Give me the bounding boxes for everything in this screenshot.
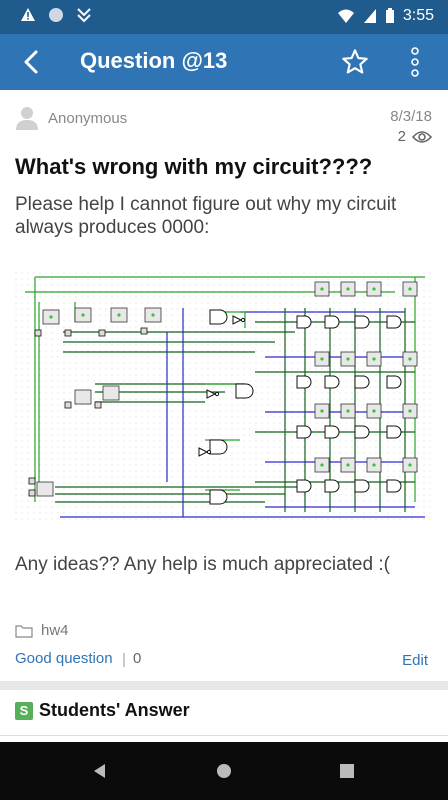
- back-arrow-icon[interactable]: [16, 46, 48, 78]
- edit-button[interactable]: Edit: [402, 652, 428, 669]
- nav-back-icon[interactable]: [90, 761, 110, 781]
- folder-icon: [15, 624, 33, 638]
- divider: [0, 682, 448, 690]
- folder-label: hw4: [41, 622, 69, 639]
- app-bar: Question @13: [0, 34, 448, 90]
- more-vert-icon[interactable]: [405, 44, 425, 80]
- good-question-count: 0: [133, 650, 142, 667]
- eye-icon: [412, 130, 432, 143]
- good-question-button[interactable]: Good question: [15, 650, 113, 667]
- students-answer-header[interactable]: S Students' Answer: [0, 690, 448, 736]
- author-name: Anonymous: [48, 110, 128, 127]
- students-answer-title: Students' Answer: [39, 700, 190, 720]
- view-count: 2: [398, 128, 432, 145]
- status-bar: 3:55: [0, 0, 448, 34]
- post: Anonymous 8/3/18 2 What's wrong with my …: [0, 90, 448, 682]
- post-body: Please help I cannot figure out why my c…: [15, 194, 397, 238]
- avatar: [16, 107, 38, 130]
- post-body-followup: Any ideas?? Any help is much appreciated…: [15, 554, 390, 575]
- post-title: What's wrong with my circuit????: [15, 154, 373, 179]
- circuit-diagram-image[interactable]: [15, 272, 433, 520]
- folder-tag[interactable]: hw4: [15, 622, 69, 639]
- nav-home-icon[interactable]: [214, 761, 234, 781]
- battery-icon: [385, 8, 394, 23]
- mail-icon: [77, 8, 91, 23]
- good-question-separator: |: [122, 651, 126, 668]
- nav-recents-icon[interactable]: [337, 761, 357, 781]
- signal-icon: [363, 9, 376, 23]
- students-answer-badge: S: [15, 702, 33, 720]
- status-time: 3:55: [402, 7, 434, 24]
- star-icon[interactable]: [341, 48, 369, 76]
- circle-icon: [49, 8, 63, 22]
- wifi-icon: [337, 9, 354, 23]
- system-nav-bar: [0, 742, 448, 800]
- warning-icon: [21, 8, 35, 21]
- post-date: 8/3/18: [390, 108, 432, 125]
- page-title: Question @13: [80, 48, 228, 73]
- view-count-value: 2: [397, 128, 406, 145]
